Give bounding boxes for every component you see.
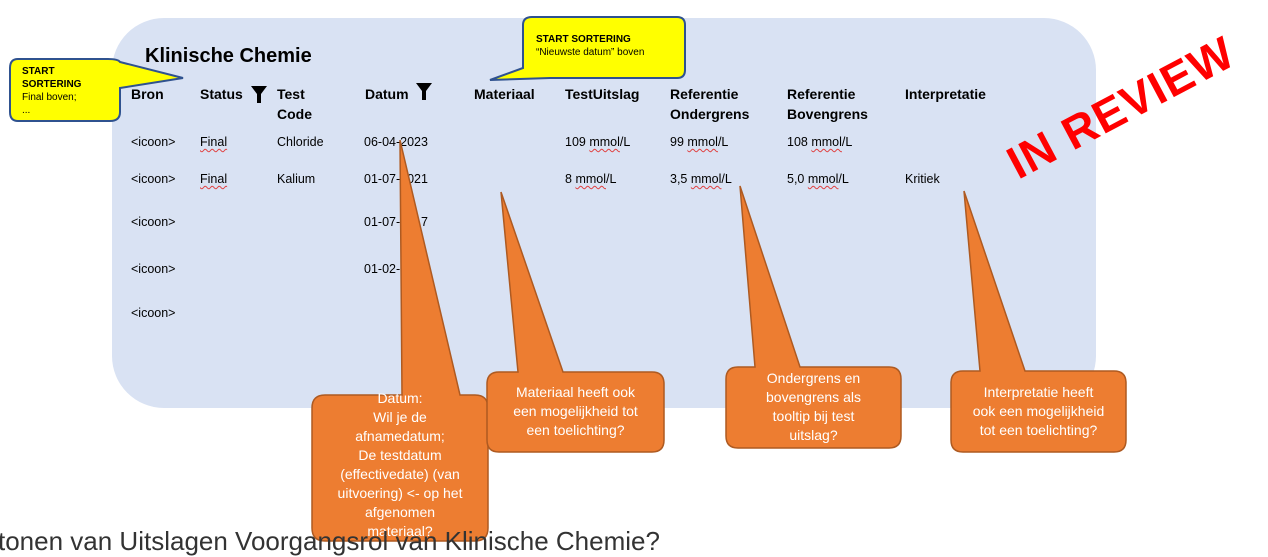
header-status[interactable]: Status xyxy=(200,86,243,102)
cell-testuitslag[interactable]: 8 mmol/L xyxy=(565,172,617,186)
sort-status-line1: Final boven; xyxy=(22,92,77,103)
datum-note-line: uitvoering) <- op het xyxy=(337,485,463,501)
cell-ref-bovengrens: 5,0 mmol/L xyxy=(787,172,849,186)
cell-datum: 06-04-2023 xyxy=(364,135,428,149)
datum-note-line: afgenomen xyxy=(364,504,436,520)
interpretatie-note-callout xyxy=(950,190,1127,453)
header-test-code-line2: Code xyxy=(277,106,312,122)
cell-bron-icon[interactable]: <icoon> xyxy=(131,215,176,229)
grens-note-line: bovengrens als xyxy=(766,389,861,405)
materiaal-note-text: Materiaal heeft ook een mogelijkheid tot… xyxy=(487,383,664,440)
cell-bron-icon[interactable]: <icoon> xyxy=(131,262,176,276)
grens-note-callout xyxy=(725,185,902,449)
header-datum[interactable]: Datum xyxy=(365,86,409,102)
materiaal-note-callout xyxy=(486,191,665,453)
panel-title: Klinische Chemie xyxy=(145,45,312,67)
header-ref-ondergrens-line1: Referentie xyxy=(670,86,739,102)
cell-test-code: Chloride xyxy=(277,135,324,149)
grens-note-line: Ondergrens en xyxy=(766,370,861,386)
interpretatie-note-line: ook een mogelijkheid xyxy=(972,403,1105,419)
sort-datum-callout xyxy=(489,16,686,81)
materiaal-note-line: Materiaal heeft ook xyxy=(515,384,636,400)
lab-results-panel xyxy=(112,18,1096,408)
datum-note-line: materiaal? xyxy=(367,523,433,539)
cell-interpretatie[interactable]: Kritiek xyxy=(905,172,940,186)
interpretatie-note-line: tot een toelichting? xyxy=(979,422,1098,438)
cell-status: Final xyxy=(200,135,228,149)
header-ref-ondergrens-line2: Ondergrens xyxy=(670,106,750,122)
materiaal-note-line: een mogelijkheid tot xyxy=(513,403,638,419)
datum-note-text: Datum: Wil je de afnamedatum; De testdat… xyxy=(312,389,488,541)
sort-status-title: START SORTERING xyxy=(22,66,82,90)
header-ref-ondergrens[interactable]: Referentie Ondergrens xyxy=(670,84,749,124)
interpretatie-note-line: Interpretatie heeft xyxy=(983,384,1094,400)
datum-note-line: De testdatum xyxy=(358,447,442,463)
sort-status-text: START SORTERING Final boven; ... xyxy=(16,62,116,118)
interpretatie-note-text: Interpretatie heeft ook een mogelijkheid… xyxy=(951,383,1126,440)
cell-ref-ondergrens: 3,5 mmol/L xyxy=(670,172,732,186)
datum-note-line: Wil je de xyxy=(373,409,427,425)
header-ref-bovengrens[interactable]: Referentie Bovengrens xyxy=(787,84,868,124)
datum-note-line: (effectivedate) (van xyxy=(340,466,460,482)
sort-datum-title: START SORTERING xyxy=(536,34,631,45)
cell-testuitslag[interactable]: 109 mmol/L xyxy=(565,135,631,149)
status-filter-icon[interactable] xyxy=(250,84,268,104)
header-testuitslag[interactable]: TestUitslag xyxy=(565,86,640,102)
header-test-code[interactable]: Test Code xyxy=(277,84,312,124)
header-interpretatie[interactable]: Interpretatie xyxy=(905,86,986,102)
cell-bron-icon[interactable]: <icoon> xyxy=(131,135,176,149)
sort-status-line2: ... xyxy=(22,105,31,116)
grens-note-line: uitslag? xyxy=(789,427,838,443)
cell-bron-icon[interactable]: <icoon> xyxy=(131,172,176,186)
header-ref-bovengrens-line2: Bovengrens xyxy=(787,106,868,122)
datum-note-callout xyxy=(311,139,489,542)
header-materiaal[interactable]: Materiaal xyxy=(474,86,535,102)
datum-filter-icon[interactable] xyxy=(415,81,433,101)
materiaal-note-line: een toelichting? xyxy=(526,422,625,438)
cell-status: Final xyxy=(200,172,228,186)
datum-note-line: afnamedatum; xyxy=(355,428,445,444)
cell-bron-icon[interactable]: <icoon> xyxy=(131,306,176,320)
cell-ref-ondergrens: 99 mmol/L xyxy=(670,135,729,149)
cell-test-code: Kalium xyxy=(277,172,316,186)
header-ref-bovengrens-line1: Referentie xyxy=(787,86,856,102)
header-bron[interactable]: Bron xyxy=(131,86,164,102)
sort-status-callout xyxy=(9,58,184,122)
header-test-code-line1: Test xyxy=(277,86,305,102)
grens-note-text: Ondergrens en bovengrens als tooltip bij… xyxy=(726,369,901,445)
cell-datum: 01-07-2021 xyxy=(364,172,428,186)
cell-ref-bovengrens: 108 mmol/L xyxy=(787,135,853,149)
sort-datum-line1: “Nieuwste datum” boven xyxy=(536,47,645,58)
sort-datum-text: START SORTERING “Nieuwste datum” boven xyxy=(530,30,680,70)
datum-note-line: Datum: xyxy=(377,390,423,406)
grens-note-line: tooltip bij test xyxy=(772,408,855,424)
slide-bottom-text: tonen van Uitslagen Voorgangsrol van Kli… xyxy=(0,526,660,556)
